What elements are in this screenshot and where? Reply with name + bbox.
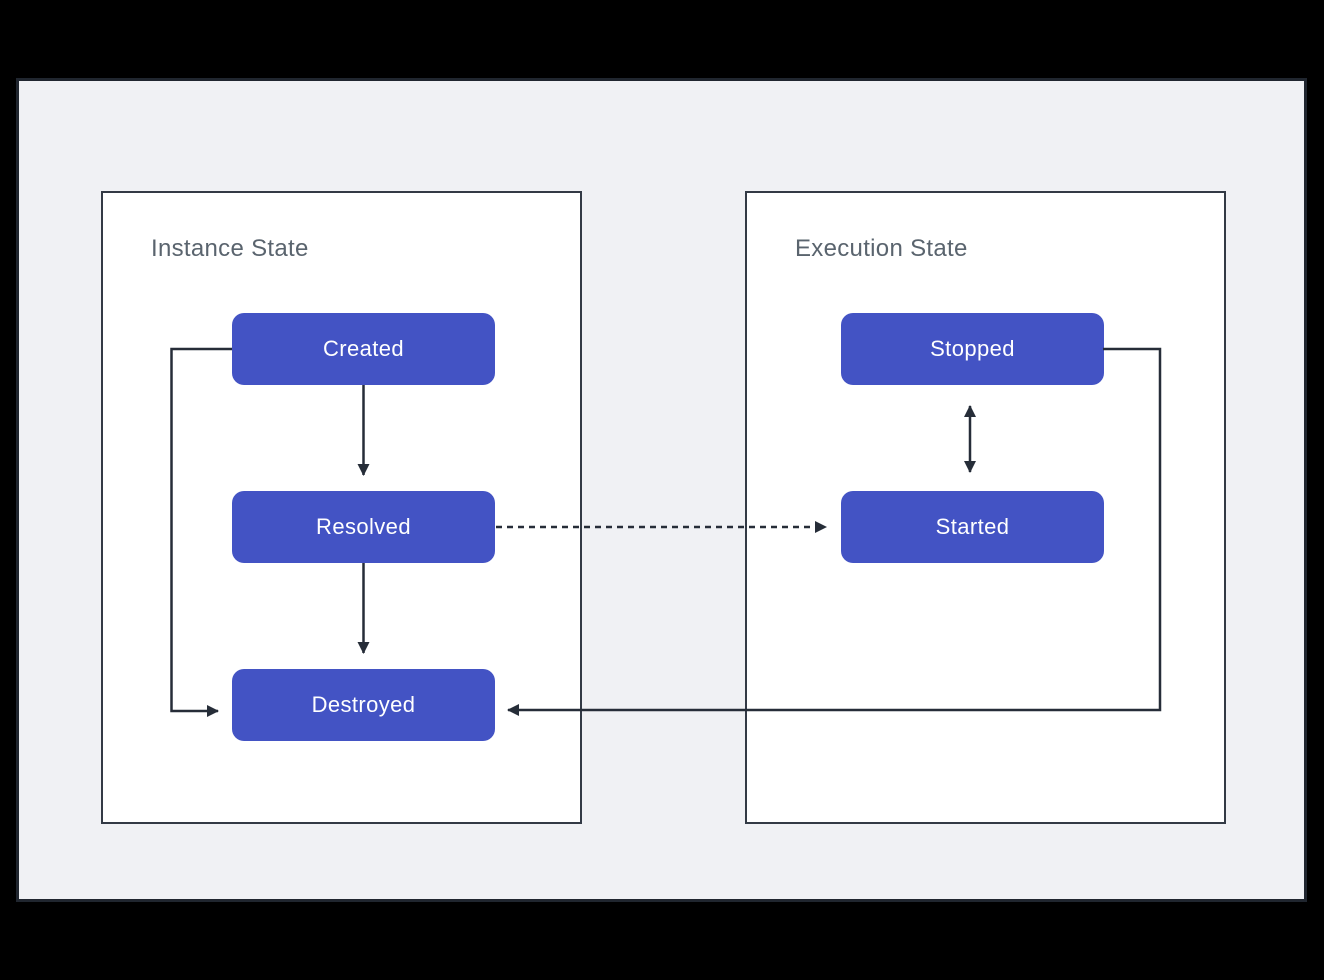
node-resolved: Resolved — [232, 491, 495, 563]
group-title-execution-state: Execution State — [795, 235, 968, 262]
node-started-label: Started — [935, 514, 1010, 539]
node-destroyed: Destroyed — [232, 669, 495, 741]
node-stopped: Stopped — [841, 313, 1104, 385]
group-title-instance-state: Instance State — [151, 235, 309, 262]
node-resolved-label: Resolved — [316, 514, 411, 539]
node-destroyed-label: Destroyed — [311, 692, 416, 717]
node-stopped-label: Stopped — [930, 336, 1015, 361]
node-created: Created — [232, 313, 495, 385]
node-started: Started — [841, 491, 1104, 563]
node-created-label: Created — [322, 336, 405, 361]
diagram-canvas: Instance State Execution State — [16, 78, 1307, 902]
